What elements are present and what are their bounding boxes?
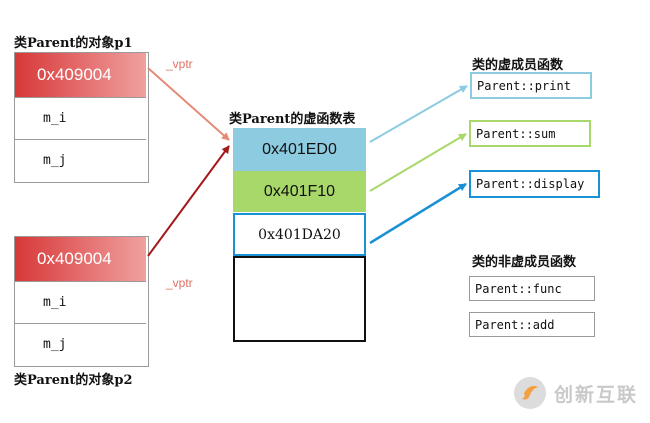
non-virtual-functions-title: 类的非虚成员函数 xyxy=(472,255,577,270)
function-parent-add: Parent::add xyxy=(469,312,595,337)
arrow-entry1-to-sum xyxy=(369,133,467,192)
vtable-title: 类Parent的虚函数表 xyxy=(229,112,356,127)
vtable-entry-0: 0x401ED0 xyxy=(233,128,366,171)
arrow-entry2-to-display xyxy=(369,182,467,245)
vptr-label-p1: _vptr xyxy=(166,57,193,71)
vtable-entry-2: 0x401DA20 xyxy=(233,213,366,256)
object-p1-member-m-j: m_j xyxy=(15,139,146,180)
vtable-entry-1: 0x401F10 xyxy=(233,171,366,212)
function-parent-func: Parent::func xyxy=(469,276,595,301)
object-p1-vptr-cell: 0x409004 xyxy=(15,53,146,97)
function-parent-print: Parent::print xyxy=(470,72,592,99)
watermark-text: 创新互联 xyxy=(554,383,639,406)
virtual-functions-title: 类的虚成员函数 xyxy=(472,58,564,73)
object-p1-member-m-i: m_i xyxy=(15,97,146,139)
object-p2-vptr-cell: 0x409004 xyxy=(15,237,146,281)
watermark: 创新互联 xyxy=(512,375,638,411)
object-p2-title: 类Parent的对象p2 xyxy=(14,373,133,388)
arrow-p1-vptr-to-vtable xyxy=(147,67,230,141)
watermark-logo-icon xyxy=(514,377,546,409)
object-p2-member-m-i: m_i xyxy=(15,281,146,323)
object-p1-title: 类Parent的对象p1 xyxy=(14,36,133,51)
arrow-entry0-to-print xyxy=(369,85,468,143)
object-p2-member-m-j: m_j xyxy=(15,323,146,364)
function-parent-sum: Parent::sum xyxy=(469,120,591,147)
vptr-label-p2: _vptr xyxy=(166,276,193,290)
object-p1-box: 0x409004 m_i m_j xyxy=(14,52,149,183)
object-p2-box: 0x409004 m_i m_j xyxy=(14,236,149,367)
vtable-empty-area xyxy=(233,256,366,342)
arrow-p2-vptr-to-vtable xyxy=(147,145,230,257)
function-parent-display: Parent::display xyxy=(469,170,600,198)
